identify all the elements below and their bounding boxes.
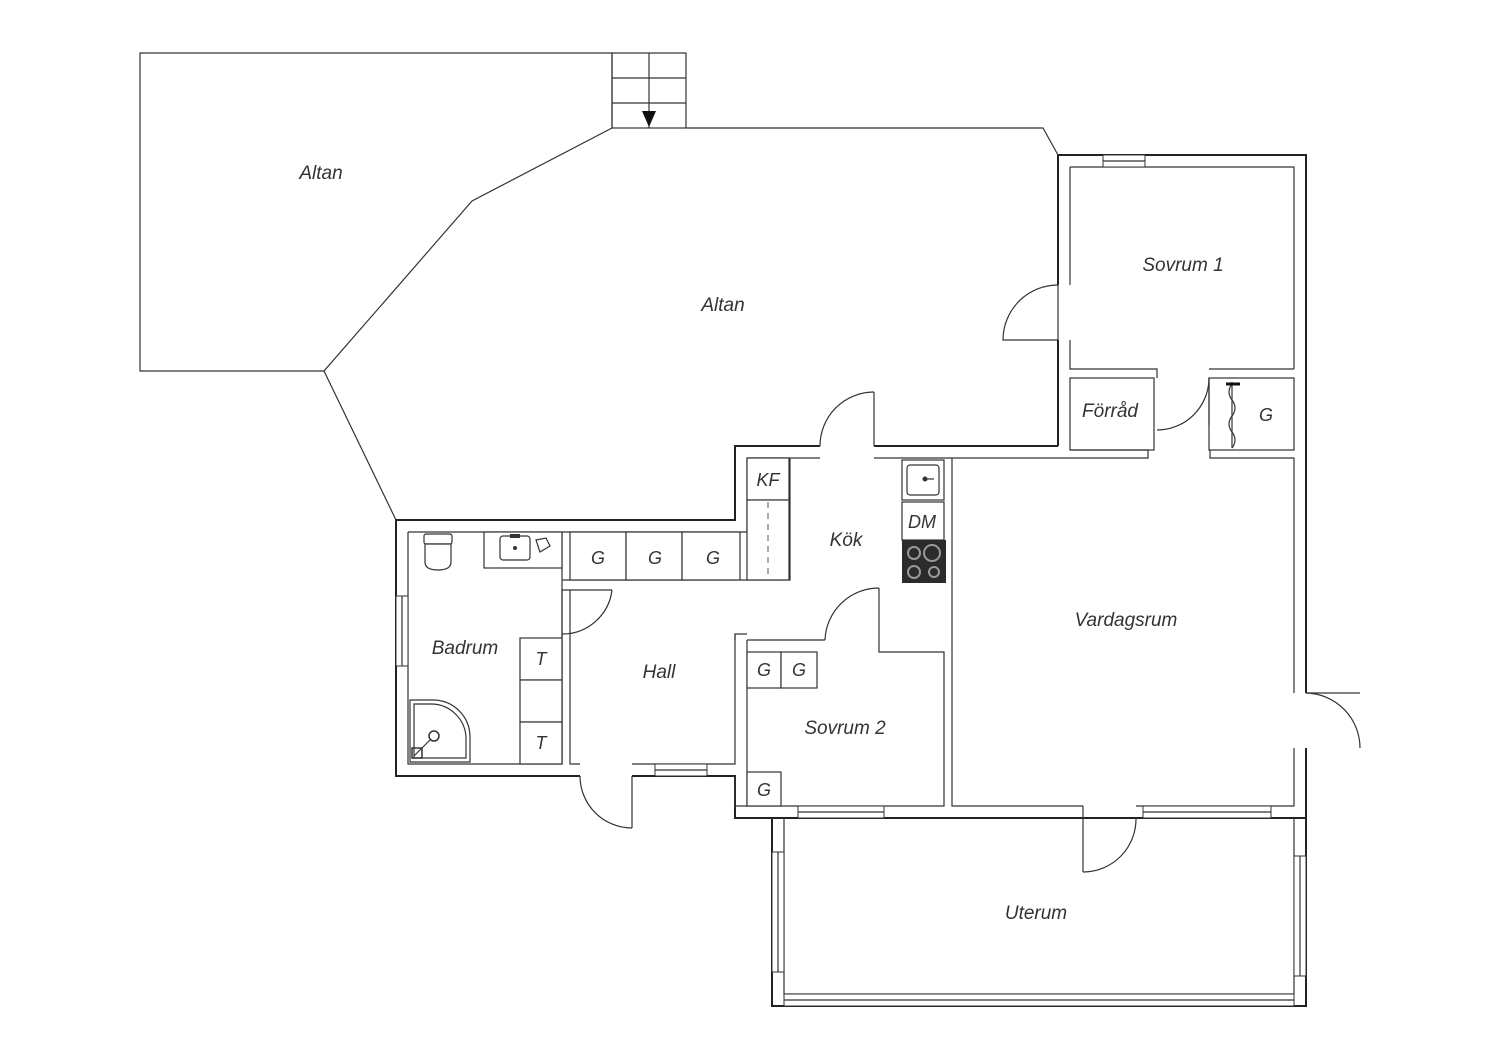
shower-icon xyxy=(409,699,471,763)
toilet-icon xyxy=(423,533,453,571)
washbasin-icon xyxy=(483,531,563,569)
kitchen-cabinet-label-1: G xyxy=(591,548,605,568)
kitchen-cabinet-label-2: G xyxy=(648,548,662,568)
stove-icon xyxy=(902,540,946,583)
entry-arrow-icon xyxy=(642,111,656,127)
room-label-sovrum-1: Sovrum 1 xyxy=(1142,255,1223,276)
room-label-hall: Hall xyxy=(643,662,677,683)
closet-label: G xyxy=(1259,405,1273,425)
bedroom2-cabinet-label-3: G xyxy=(757,780,771,800)
bath-cabinet-label-top: T xyxy=(536,649,549,669)
fixture-labels: G KF DM G G G T T G G G xyxy=(536,405,1274,800)
room-label-kok: Kök xyxy=(830,530,864,551)
room-label-altan-west: Altan xyxy=(298,163,342,184)
room-label-vardagsrum: Vardagsrum xyxy=(1075,610,1178,631)
windows xyxy=(395,154,1307,1007)
dishwasher-label: DM xyxy=(908,512,936,532)
fixtures xyxy=(409,382,1240,807)
bath-cabinet-label-bottom: T xyxy=(536,733,549,753)
fridge-freezer-label: KF xyxy=(756,470,780,490)
room-label-sovrum-2: Sovrum 2 xyxy=(804,718,886,739)
bedroom2-cabinet-label-1: G xyxy=(757,660,771,680)
room-label-forrad: Förråd xyxy=(1082,401,1139,422)
bedroom2-cabinet-label-2: G xyxy=(792,660,806,680)
terrace-outlines xyxy=(139,52,1059,521)
room-label-badrum: Badrum xyxy=(432,638,499,659)
doors xyxy=(561,284,1361,873)
room-label-altan-main: Altan xyxy=(700,295,744,316)
room-label-uterum: Uterum xyxy=(1005,903,1067,924)
kitchen-cabinet-label-3: G xyxy=(706,548,720,568)
walls xyxy=(395,154,1307,1007)
room-labels: Altan Altan Sovrum 1 Förråd Kök Vardagsr… xyxy=(298,163,1223,924)
